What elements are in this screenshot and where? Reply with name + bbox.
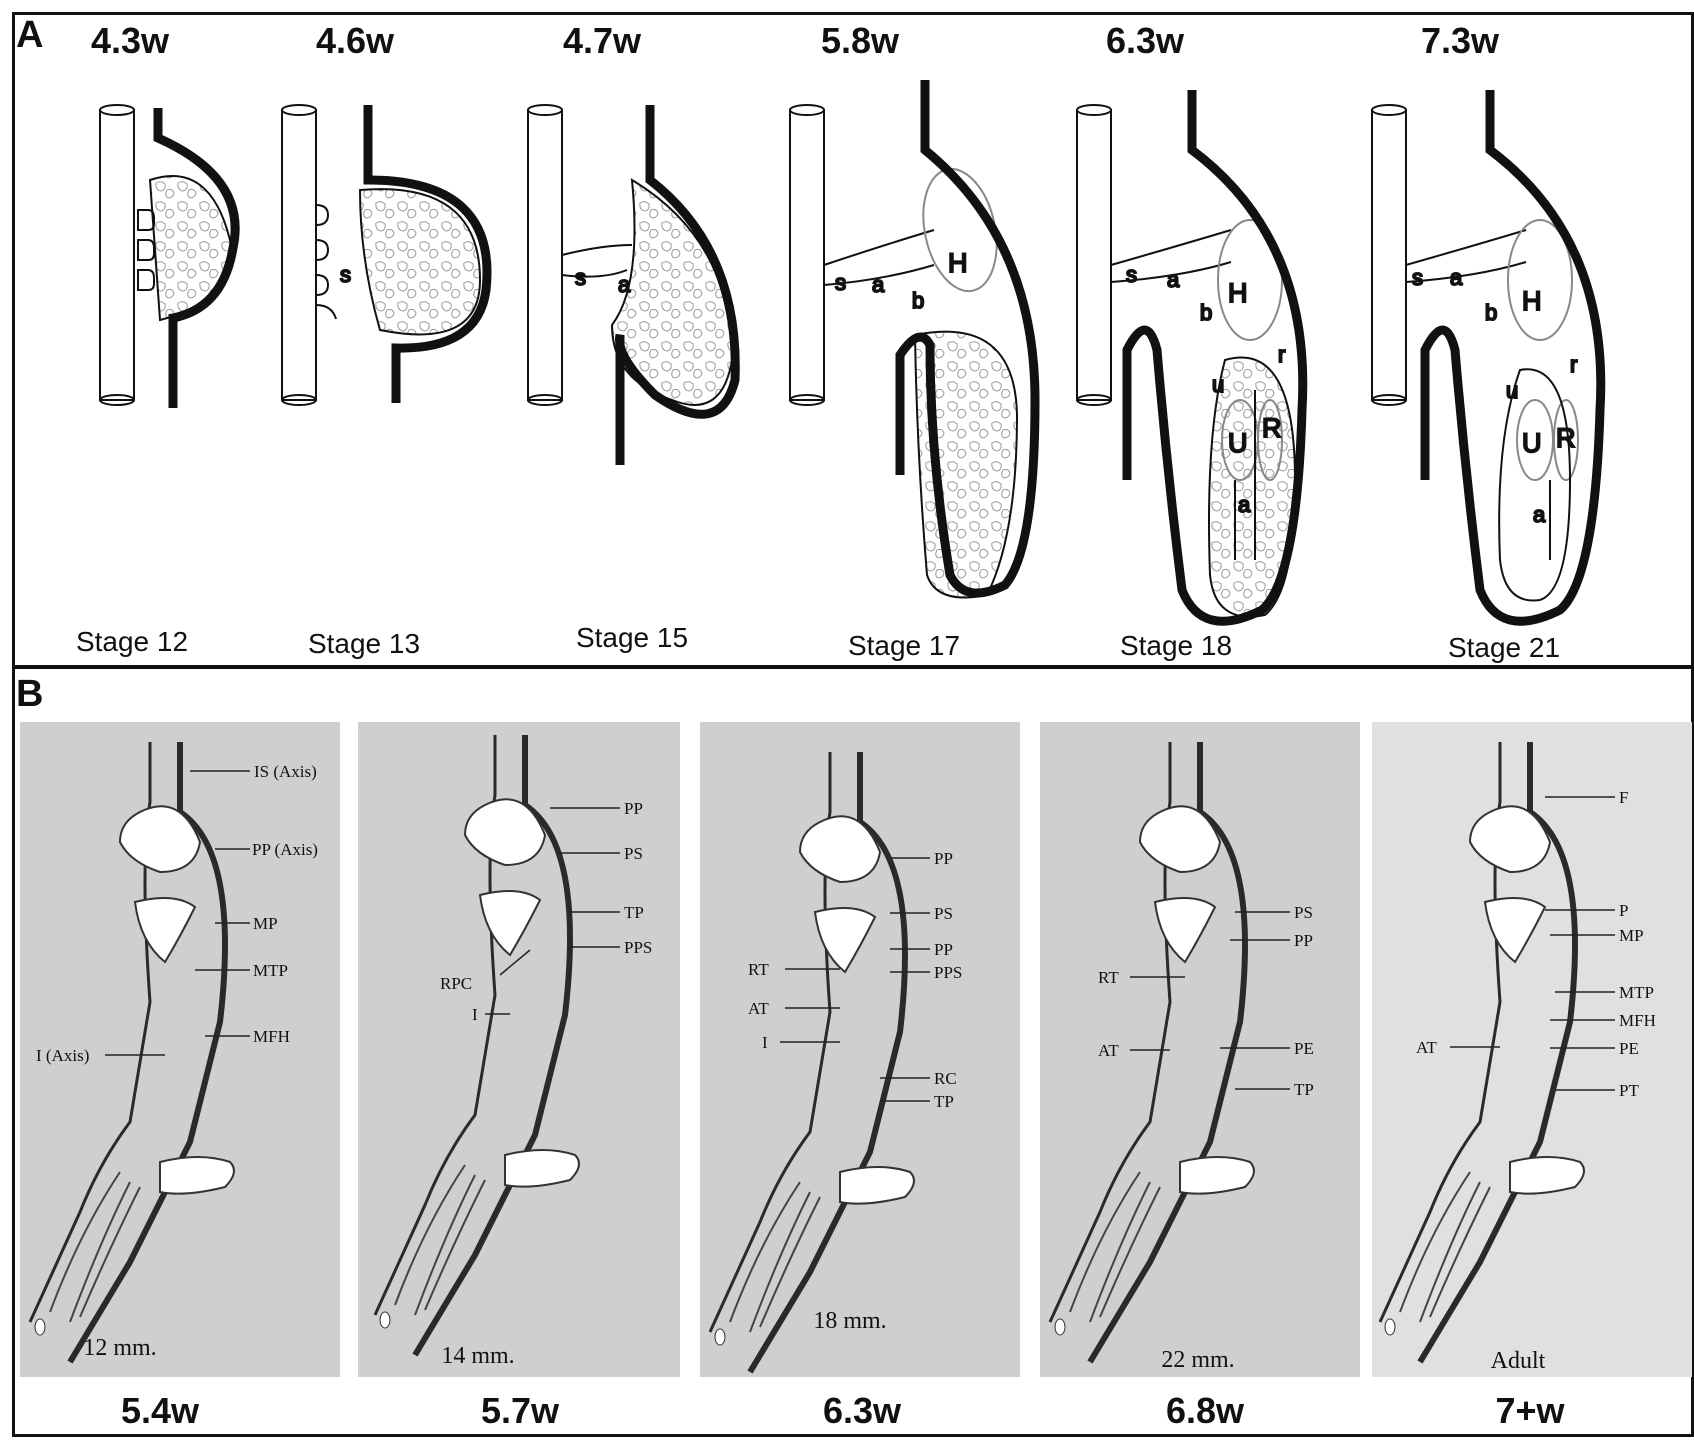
b3-label-i: I — [762, 1033, 768, 1052]
b3-label-pp2: PP — [934, 940, 953, 959]
b3-label-at: AT — [748, 999, 769, 1018]
b3-label-ps: PS — [934, 904, 953, 923]
b2-label-pps: PPS — [624, 938, 652, 957]
b1-label-is: IS (Axis) — [254, 762, 317, 781]
b5-limb — [1380, 742, 1584, 1362]
b3-limb — [710, 752, 914, 1372]
b1-label-mp: MP — [253, 914, 278, 933]
b2-limb — [375, 735, 579, 1355]
b4-label-rt: RT — [1098, 968, 1119, 987]
b5-label-mp: MP — [1619, 926, 1644, 945]
b2-label-ps: PS — [624, 844, 643, 863]
b3-label-rt: RT — [748, 960, 769, 979]
b5-label-f: F — [1619, 788, 1628, 807]
b5-label-pe: PE — [1619, 1039, 1639, 1058]
b2-label-i: I — [472, 1005, 478, 1024]
b1-label-mtp: MTP — [253, 961, 288, 980]
b4-label-pp: PP — [1294, 931, 1313, 950]
b4-size: 22 mm. — [1108, 1347, 1288, 1374]
b2-label-pp: PP — [624, 799, 643, 818]
b5-label-p: P — [1619, 901, 1628, 920]
b1-size: 12 mm. — [30, 1335, 210, 1362]
b4-age: 6.8w — [1115, 1390, 1295, 1432]
b4-label-ps: PS — [1294, 903, 1313, 922]
b3-label-rc: RC — [934, 1069, 957, 1088]
b1-label-mfh: MFH — [253, 1027, 290, 1046]
b5-label-at: AT — [1416, 1038, 1437, 1057]
b4-limb — [1050, 742, 1254, 1362]
b3-label-tp: TP — [934, 1092, 954, 1111]
b4-label-pe: PE — [1294, 1039, 1314, 1058]
b1-age: 5.4w — [70, 1390, 250, 1432]
b5-size: Adult — [1428, 1348, 1608, 1375]
b5-label-pt: PT — [1619, 1081, 1639, 1100]
b2-label-tp: TP — [624, 903, 644, 922]
b3-label-pp: PP — [934, 849, 953, 868]
b1-label-pp: PP (Axis) — [252, 840, 318, 859]
b2-age: 5.7w — [430, 1390, 610, 1432]
b4-label-tp: TP — [1294, 1080, 1314, 1099]
b5-label-mfh: MFH — [1619, 1011, 1656, 1030]
b2-label-rpc: RPC — [440, 974, 472, 993]
b5-label-mtp: MTP — [1619, 983, 1654, 1002]
b1-label-i: I (Axis) — [36, 1046, 89, 1065]
b3-size: 18 mm. — [760, 1308, 940, 1335]
b4-label-at: AT — [1098, 1041, 1119, 1060]
b2-size: 14 mm. — [388, 1343, 568, 1370]
b5-age: 7+w — [1440, 1390, 1620, 1432]
b3-label-pps: PPS — [934, 963, 962, 982]
b3-age: 6.3w — [772, 1390, 952, 1432]
